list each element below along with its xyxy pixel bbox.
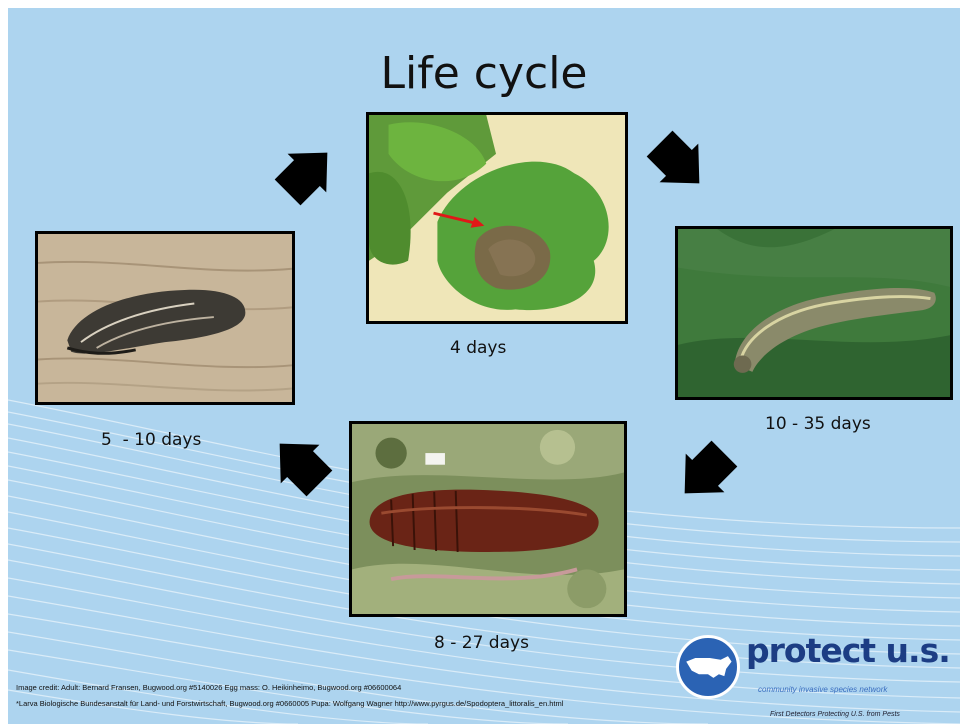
egg-mass-illustration bbox=[369, 115, 625, 321]
egg-stage-caption: 4 days bbox=[450, 338, 506, 358]
image-credit-line-2: *Larva Biologische Bundesanstalt für Lan… bbox=[16, 699, 563, 708]
us-map-shape bbox=[679, 638, 737, 696]
arrow-down-left-icon bbox=[666, 436, 742, 512]
logo-subtagline: First Detectors Protecting U.S. from Pes… bbox=[770, 711, 900, 718]
arrow-down-right-icon bbox=[642, 126, 718, 202]
arrow-up-right-icon bbox=[270, 134, 346, 210]
pupa-illustration bbox=[352, 424, 624, 614]
pupa-stage-caption: 8 - 27 days bbox=[434, 633, 529, 653]
logo-brand-text: protect u.s. bbox=[746, 631, 950, 670]
larva-illustration bbox=[678, 229, 950, 397]
adult-moth-image bbox=[35, 231, 295, 405]
pupa-image bbox=[349, 421, 627, 617]
slide: Life cycle 4 days 10 - 35 days bbox=[8, 8, 960, 724]
protect-us-logo: protect u.s. community invasive species … bbox=[676, 635, 960, 724]
us-map-globe-icon bbox=[676, 635, 740, 699]
slide-title: Life cycle bbox=[8, 48, 960, 99]
adult-stage-caption: 5 - 10 days bbox=[101, 430, 201, 450]
egg-mass-image bbox=[366, 112, 628, 324]
image-credit-line-1: Image credit: Adult: Bernard Fransen, Bu… bbox=[16, 683, 401, 692]
larva-stage-caption: 10 - 35 days bbox=[765, 414, 871, 434]
arrow-up-left-icon bbox=[261, 425, 337, 501]
adult-moth-illustration bbox=[38, 234, 292, 402]
logo-tagline: community invasive species network bbox=[758, 685, 887, 694]
larva-image bbox=[675, 226, 953, 400]
